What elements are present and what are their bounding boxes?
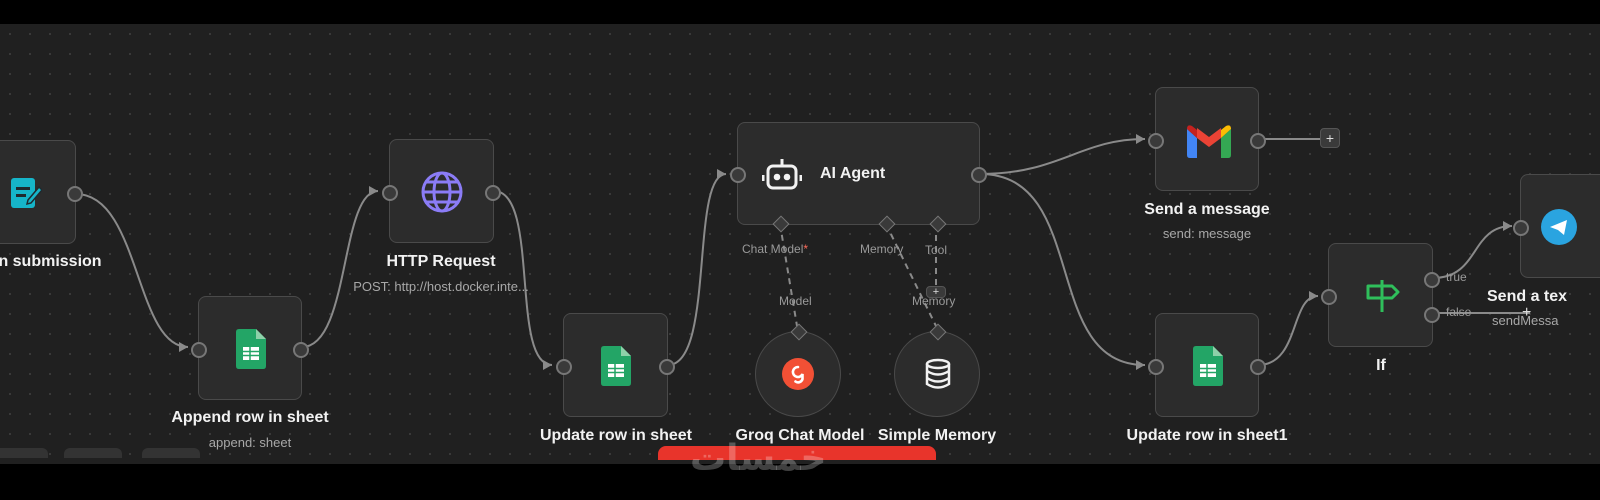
update-row-1-node[interactable] xyxy=(1148,313,1266,417)
update-row-node[interactable] xyxy=(556,313,675,417)
output-handle[interactable] xyxy=(1250,133,1266,149)
edge-agent-to-update1 xyxy=(979,173,1146,366)
input-handle[interactable] xyxy=(1513,220,1529,236)
memory-port-label: Memory xyxy=(912,294,956,308)
toolbar-button[interactable] xyxy=(0,448,48,458)
node-label: AI Agent xyxy=(820,165,886,182)
send-message-node[interactable] xyxy=(1148,87,1266,191)
node-subtitle: append: sheet xyxy=(208,435,292,450)
node-label: HTTP Request xyxy=(386,253,496,270)
required-mark: * xyxy=(803,242,809,256)
form-icon xyxy=(5,171,45,215)
false-branch-label: false xyxy=(1446,305,1472,319)
output-handle[interactable] xyxy=(971,167,987,183)
form-submission-node[interactable] xyxy=(0,140,83,244)
node-label: Update row in sheet1 xyxy=(1126,427,1288,444)
http-request-node[interactable] xyxy=(382,139,501,243)
watermark: خمسات xyxy=(690,438,827,479)
input-handle[interactable] xyxy=(556,359,572,375)
node-label: n submission xyxy=(0,253,102,270)
gmail-icon xyxy=(1186,124,1232,158)
output-handle[interactable] xyxy=(293,342,309,358)
node-label: Append row in sheet xyxy=(171,409,329,426)
node-subtitle: sendMessa xyxy=(1492,313,1559,328)
edge-update-to-agent xyxy=(667,173,727,366)
node-label: If xyxy=(1376,357,1386,374)
memory-port-label: Memory xyxy=(860,242,904,256)
workflow-canvas[interactable]: n submission Append row in sheet append:… xyxy=(0,24,1600,464)
node-label: Send a message xyxy=(1144,201,1270,218)
edge-append-to-http xyxy=(301,190,379,348)
output-handle[interactable] xyxy=(1250,359,1266,375)
chat-model-port-label: Chat Model* xyxy=(742,242,809,256)
node-label: Send a tex xyxy=(1487,288,1568,305)
node-subtitle: POST: http://host.docker.inte... xyxy=(353,279,529,294)
edge-if-true-to-text xyxy=(1432,225,1513,279)
ai-agent-node[interactable]: AI Agent xyxy=(730,122,987,233)
globe-icon xyxy=(420,170,464,214)
true-branch-label: true xyxy=(1446,270,1467,284)
edge-form-to-append xyxy=(75,193,189,348)
signpost-icon xyxy=(1361,274,1403,318)
robot-icon xyxy=(762,155,802,195)
groq-chat-model-node[interactable] xyxy=(755,323,841,417)
edge-memory-to-agent xyxy=(885,223,937,327)
telegram-icon xyxy=(1541,209,1577,245)
add-node-button[interactable]: + xyxy=(1320,128,1340,148)
toolbar-button[interactable] xyxy=(142,448,200,458)
edge-update1-to-if xyxy=(1257,295,1319,366)
edge-agent-to-message xyxy=(979,138,1146,175)
simple-memory-node[interactable] xyxy=(894,323,980,417)
input-handle[interactable] xyxy=(382,185,398,201)
google-sheets-icon xyxy=(231,327,271,371)
input-handle[interactable] xyxy=(730,167,746,183)
input-handle[interactable] xyxy=(1148,359,1164,375)
node-label: Simple Memory xyxy=(877,427,997,444)
model-port-label: Model xyxy=(779,294,812,308)
tool-port-label: Tool xyxy=(925,243,948,257)
node-label: Update row in sheet xyxy=(539,427,693,444)
node-subtitle: send: message xyxy=(1162,226,1252,241)
toolbar-button[interactable] xyxy=(64,448,122,458)
output-handle[interactable] xyxy=(67,186,83,202)
edge-model-to-agent xyxy=(779,223,798,327)
execute-workflow-button[interactable] xyxy=(658,446,936,460)
add-node-button[interactable]: + xyxy=(1522,304,1532,321)
input-handle[interactable] xyxy=(1148,133,1164,149)
false-output-handle[interactable] xyxy=(1424,307,1440,323)
send-text-node[interactable] xyxy=(1513,174,1600,278)
if-node[interactable] xyxy=(1321,243,1440,347)
workflow-connections xyxy=(72,134,1530,370)
true-output-handle[interactable] xyxy=(1424,272,1440,288)
edge-http-to-update xyxy=(493,190,553,366)
append-row-node[interactable] xyxy=(191,296,309,400)
output-handle[interactable] xyxy=(659,359,675,375)
add-tool-button[interactable]: + xyxy=(926,286,946,298)
output-handle[interactable] xyxy=(485,185,501,201)
google-sheets-icon xyxy=(596,344,636,388)
node-label: Groq Chat Model xyxy=(735,427,865,444)
google-sheets-icon xyxy=(1188,344,1228,388)
database-icon xyxy=(922,357,954,391)
input-handle[interactable] xyxy=(191,342,207,358)
groq-icon xyxy=(782,358,814,390)
input-handle[interactable] xyxy=(1321,289,1337,305)
